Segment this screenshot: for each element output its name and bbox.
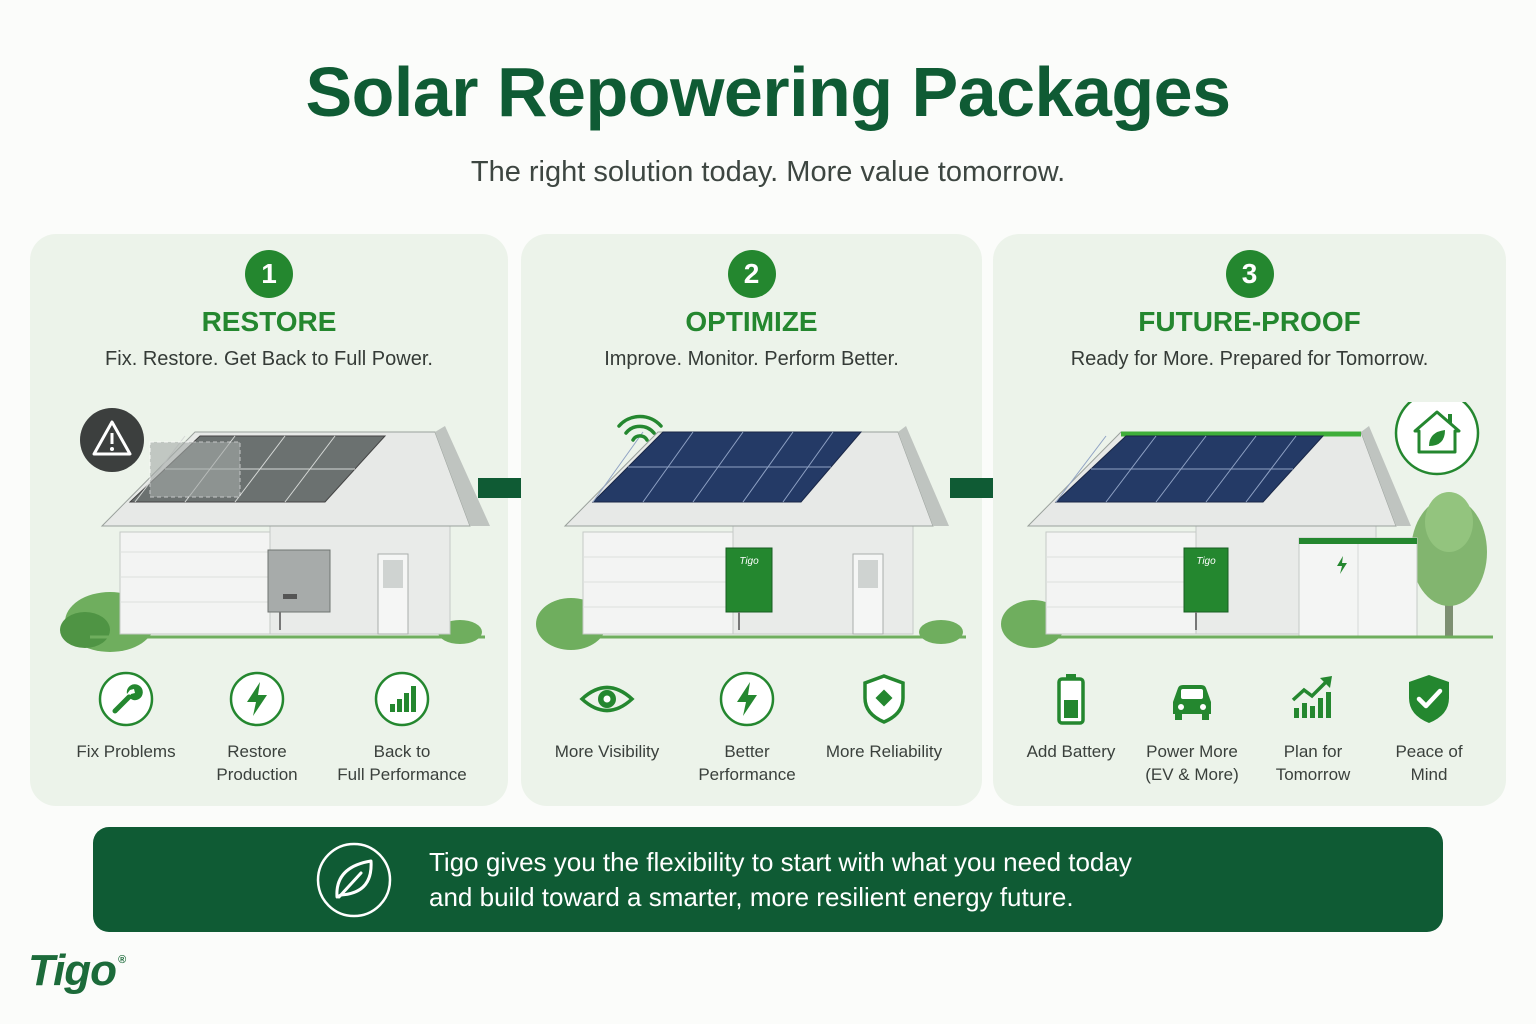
house-with-damaged-panels-illustration [60,408,490,652]
package-card-future-proof: 3 FUTURE-PROOF Ready for More. Prepared … [993,234,1506,806]
package-description: Improve. Monitor. Perform Better. [604,348,899,370]
house-with-battery-illustration: Tigo [1001,402,1493,648]
registered-mark: ® [118,954,126,966]
growth-chart-icon [1291,676,1332,718]
leaf-icon [316,842,392,918]
feature-label-line2: Tomorrow [1275,765,1351,784]
feature-label: Back to [373,742,431,761]
package-card-optimize: 2 OPTIMIZE Improve. Monitor. Perform Bet… [521,234,982,806]
battery-icon [1057,674,1085,725]
bar-chart-icon [374,671,430,727]
inverter-brand-label: Tigo [739,556,759,567]
feature-power-more: Power More (EV & More) [1117,670,1267,786]
feature-label-line2: (EV & More) [1145,765,1239,784]
feature-label: More Visibility [554,742,660,761]
feature-label: Restore [227,742,287,761]
feature-label: Add Battery [1026,742,1116,761]
shield-icon [863,674,905,724]
feature-full-performance: Back to Full Performance [327,670,477,786]
feature-label: Power More [1146,742,1238,761]
page-title: Solar Repowering Packages [305,53,1231,131]
wifi-icon [617,414,663,442]
feature-more-reliability: More Reliability [809,670,959,763]
feature-label-line2: Production [216,765,298,784]
feature-label: Peace of [1395,742,1463,761]
car-icon [1173,685,1211,720]
banner-text-line2: and build toward a smarter, more resilie… [429,882,1074,912]
warning-icon [80,408,144,472]
package-card-restore: 1 RESTORE Fix. Restore. Get Back to Full… [30,234,508,806]
step-number-badge: 2 [727,250,776,298]
eye-icon [579,685,635,713]
feature-label: Fix Problems [76,742,176,761]
feature-label: More Reliability [825,742,943,761]
banner-text-line1: Tigo gives you the flexibility to start … [429,847,1132,877]
feature-label-line2: Performance [698,765,796,784]
feature-fix-problems: Fix Problems [51,670,201,763]
feature-add-battery: Add Battery [996,670,1146,763]
check-shield-icon [1409,675,1449,723]
feature-label-line2: Full Performance [337,765,467,784]
feature-restore-production: Restore Production [182,670,332,786]
lightning-icon [719,671,775,727]
brand-name: Tigo [28,946,117,995]
feature-label-line2: Mind [1410,765,1448,784]
wrench-icon [98,671,154,727]
feature-more-visibility: More Visibility [532,670,682,763]
step-number-badge: 3 [1225,250,1274,298]
feature-label: Plan for [1283,742,1343,761]
feature-peace-of-mind: Peace of Mind [1354,670,1504,786]
eco-home-icon [1394,402,1480,476]
feature-plan-for-tomorrow: Plan for Tomorrow [1238,670,1388,786]
package-description: Ready for More. Prepared for Tomorrow. [1070,348,1429,370]
feature-label: Better [724,742,770,761]
tigo-logo: Tigo® [28,946,126,996]
package-title: RESTORE [201,306,337,337]
step-number-badge: 1 [245,250,293,298]
page-subtitle: The right solution today. More value tom… [470,156,1066,188]
package-description: Fix. Restore. Get Back to Full Power. [105,348,433,370]
package-title: FUTURE-PROOF [1138,306,1361,337]
bottom-banner: Tigo gives you the flexibility to start … [93,827,1443,932]
lightning-icon [229,671,285,727]
house-with-optimized-panels-illustration: Tigo [536,414,966,650]
package-title: OPTIMIZE [685,306,818,337]
inverter-brand-label: Tigo [1196,556,1216,567]
feature-better-performance: Better Performance [672,670,822,786]
